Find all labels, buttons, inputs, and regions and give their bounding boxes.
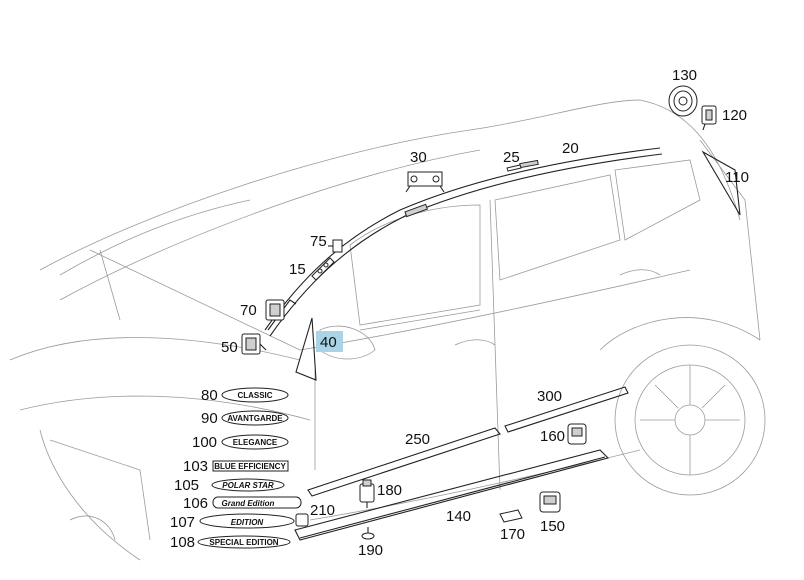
emblem-special-edition: SPECIAL EDITION [197,535,291,549]
emblem-grand-edition: Grand Edition [212,496,302,509]
callout-108[interactable]: 108 [170,534,195,551]
callout-130[interactable]: 130 [672,67,697,84]
part-70-cap [265,299,285,321]
a-pillar-trim [295,317,317,381]
part-15-clip-strip [311,257,335,281]
callout-40[interactable]: 40 [320,334,337,351]
callout-50[interactable]: 50 [221,339,238,356]
callout-170[interactable]: 170 [500,526,525,543]
callout-110[interactable]: 110 [725,169,749,186]
part-180-fastener [359,479,375,508]
callout-300[interactable]: 300 [537,388,562,405]
callout-labels: 130 120 110 20 25 30 75 15 70 50 40 80 9… [170,67,749,559]
callout-140[interactable]: 140 [446,508,471,525]
part-120-clip [701,105,717,131]
svg-text:Grand Edition: Grand Edition [222,499,275,508]
part-150-clip [539,491,561,513]
callout-20[interactable]: 20 [562,140,579,157]
callout-15[interactable]: 15 [289,261,306,278]
callout-75[interactable]: 75 [310,233,327,250]
emblem-elegance: ELEGANCE [221,434,289,450]
part-130-grommet [668,85,698,117]
callout-107[interactable]: 107 [170,514,195,531]
callout-210[interactable]: 210 [310,502,335,519]
callout-106[interactable]: 106 [183,495,208,512]
callout-180[interactable]: 180 [377,482,402,499]
callout-120[interactable]: 120 [722,107,747,124]
part-50-cap [241,333,267,355]
part-170-clip [499,509,523,523]
callout-250[interactable]: 250 [405,431,430,448]
callout-90[interactable]: 90 [201,410,218,427]
emblem-avantgarde: AVANTGARDE [221,410,289,426]
callout-160[interactable]: 160 [540,428,565,445]
emblem-edition: EDITION [199,513,295,529]
emblem-polar-star: POLAR STAR [211,478,285,492]
emblem-blue-efficiency: BLUE EFFICIENCY [212,460,289,472]
callout-105[interactable]: 105 [174,477,199,494]
car-body-outline [9,99,766,561]
svg-text:POLAR STAR: POLAR STAR [222,481,274,490]
callout-100[interactable]: 100 [192,434,217,451]
part-25-clip [506,164,522,172]
callout-150[interactable]: 150 [540,518,565,535]
callout-30[interactable]: 30 [410,149,427,166]
emblem-classic: CLASSIC [221,387,289,403]
callout-190[interactable]: 190 [358,542,383,559]
svg-text:BLUE EFFICIENCY: BLUE EFFICIENCY [214,462,286,471]
svg-text:EDITION: EDITION [231,518,264,527]
callout-70[interactable]: 70 [240,302,257,319]
part-160-clip [567,423,587,445]
callout-40-highlight [316,331,343,352]
callout-25[interactable]: 25 [503,149,520,166]
roof-molding-strips [264,147,663,337]
callout-80[interactable]: 80 [201,387,218,404]
callout-103[interactable]: 103 [183,458,208,475]
side-moldings [294,386,629,541]
part-190-screw [361,527,375,540]
part-30-bracket [405,171,445,193]
part-210-clip [295,513,309,527]
svg-text:SPECIAL EDITION: SPECIAL EDITION [209,538,278,547]
svg-text:AVANTGARDE: AVANTGARDE [227,414,283,423]
svg-text:CLASSIC: CLASSIC [237,391,272,400]
svg-text:ELEGANCE: ELEGANCE [233,438,278,447]
part-75-screw [328,239,343,253]
